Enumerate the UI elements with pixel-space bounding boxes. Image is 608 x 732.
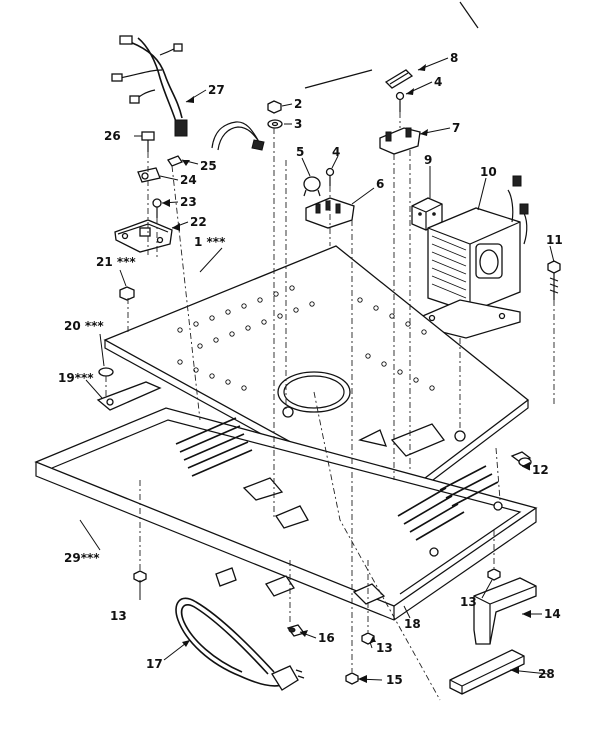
capacitor-9: [411, 197, 443, 231]
screw-11: [547, 260, 561, 300]
callout-22: 22: [190, 215, 207, 229]
callout-16: 16: [318, 631, 335, 645]
washer-20: [98, 367, 114, 377]
callout-2: 2: [294, 97, 302, 111]
arrowheads: [162, 64, 531, 683]
power-cord-17: [175, 597, 305, 691]
screw-13-left: [133, 570, 147, 583]
wire-harness: [111, 35, 188, 137]
fuse-holder-7: [379, 127, 421, 155]
screw-23: [152, 198, 162, 218]
screw-4-right: [395, 91, 405, 112]
callout-labels: 8 4 7 2 3 4 5 6 9 10 11 27 26 25 24 23 2…: [58, 51, 563, 687]
callout-26: 26: [104, 129, 121, 143]
terminal-25: [167, 155, 183, 167]
callout-8: 8: [450, 51, 458, 65]
washer-3: [267, 119, 283, 129]
nut-2: [267, 100, 282, 114]
callout-21: 21 ***: [96, 255, 136, 269]
callout-24: 24: [180, 173, 197, 187]
callout-25: 25: [200, 159, 217, 173]
callout-3: 3: [294, 117, 302, 131]
foot-12: [510, 451, 532, 467]
screw-4-left: [325, 167, 335, 186]
callout-27: 27: [208, 83, 225, 97]
cushion-14: [473, 577, 537, 645]
callout-17: 17: [146, 657, 163, 671]
callout-13-left: 13: [110, 609, 127, 623]
callout-9: 9: [424, 153, 432, 167]
callout-13-right: 13: [460, 595, 477, 609]
cushion-28: [449, 649, 525, 695]
callout-7: 7: [452, 121, 460, 135]
bracket-22: [114, 219, 173, 253]
callout-10: 10: [480, 165, 497, 179]
edge-line: [304, 69, 373, 89]
callout-23: 23: [180, 195, 197, 209]
callout-4-right: 4: [434, 75, 442, 89]
screw-13-right: [487, 568, 501, 581]
callout-5: 5: [296, 145, 304, 159]
callout-6: 6: [376, 177, 384, 191]
assembly-lines: [105, 112, 555, 701]
callout-29: 29***: [64, 551, 100, 565]
callout-13-mid: 13: [376, 641, 393, 655]
edge-line: [459, 1, 479, 29]
clip-24: [137, 167, 161, 183]
nut-21: [119, 286, 135, 301]
callout-15: 15: [386, 673, 403, 687]
callout-28: 28: [538, 667, 555, 681]
bracket-19: [96, 381, 162, 411]
base-pan-29: [34, 407, 538, 621]
transformer-10: [417, 175, 529, 339]
callout-14: 14: [544, 607, 561, 621]
callout-18: 18: [404, 617, 421, 631]
callout-11: 11: [546, 233, 563, 247]
callout-1: 1 ***: [194, 235, 226, 249]
callout-4-left: 4: [332, 145, 340, 159]
thermal-fuse-5: [303, 176, 321, 197]
callout-12: 12: [532, 463, 549, 477]
strain-relief-16: [286, 624, 306, 637]
callout-19: 19***: [58, 371, 94, 385]
short-wire: [211, 121, 265, 151]
callout-20: 20 ***: [64, 319, 104, 333]
fuse-8: [384, 69, 414, 89]
screw-15: [345, 672, 359, 685]
screw-26: [141, 131, 155, 152]
